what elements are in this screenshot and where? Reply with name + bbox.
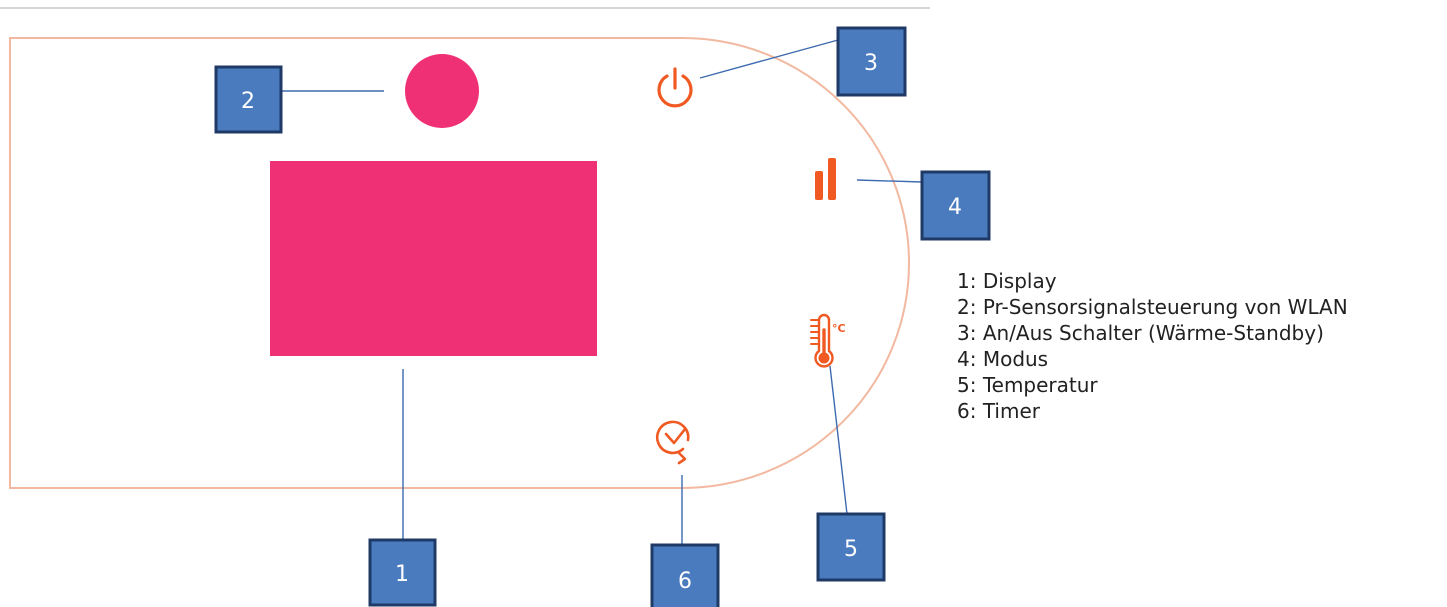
- callout-badge-3: 3: [836, 26, 907, 97]
- callout-number-5: 5: [844, 537, 858, 562]
- callout-badge-1: 1: [368, 538, 437, 607]
- callout-number-6: 6: [678, 569, 692, 594]
- callout-number-3: 3: [864, 51, 878, 76]
- timer-clock-icon[interactable]: [655, 420, 690, 465]
- thermometer-icon[interactable]: °C: [810, 313, 846, 368]
- callout-line-3: [699, 39, 839, 79]
- callout-number-1: 1: [395, 562, 409, 587]
- legend-item-wifi: 2: Pr-Sensorsignalsteuerung von WLAN: [957, 295, 1348, 319]
- callout-badge-6: 6: [650, 543, 720, 607]
- callout-line-5: [829, 365, 848, 515]
- callout-badge-5: 5: [816, 512, 886, 582]
- legend-item-temperature: 5: Temperatur: [957, 373, 1098, 397]
- callout-lines: [281, 39, 923, 545]
- power-icon[interactable]: [657, 67, 693, 108]
- callout-badge-4: 4: [920, 170, 991, 241]
- display: [270, 161, 597, 356]
- legend-item-timer: 6: Timer: [957, 399, 1040, 423]
- legend-item-mode: 4: Modus: [957, 347, 1049, 371]
- callout-badge-2: 2: [214, 65, 283, 134]
- legend: 1: Display 2: Pr-Sensorsignalsteuerung v…: [957, 268, 1348, 424]
- callout-number-4: 4: [948, 195, 962, 220]
- legend-item-power: 3: An/Aus Schalter (Wärme-Standby): [957, 321, 1324, 345]
- callout-number-2: 2: [241, 89, 255, 114]
- mode-bars-icon[interactable]: [815, 158, 836, 200]
- callout-line-4: [856, 179, 923, 183]
- legend-item-display: 1: Display: [957, 269, 1057, 293]
- temperature-unit-label: °C: [832, 322, 846, 335]
- wifi-indicator: [405, 54, 479, 128]
- panel-outline: [9, 37, 910, 489]
